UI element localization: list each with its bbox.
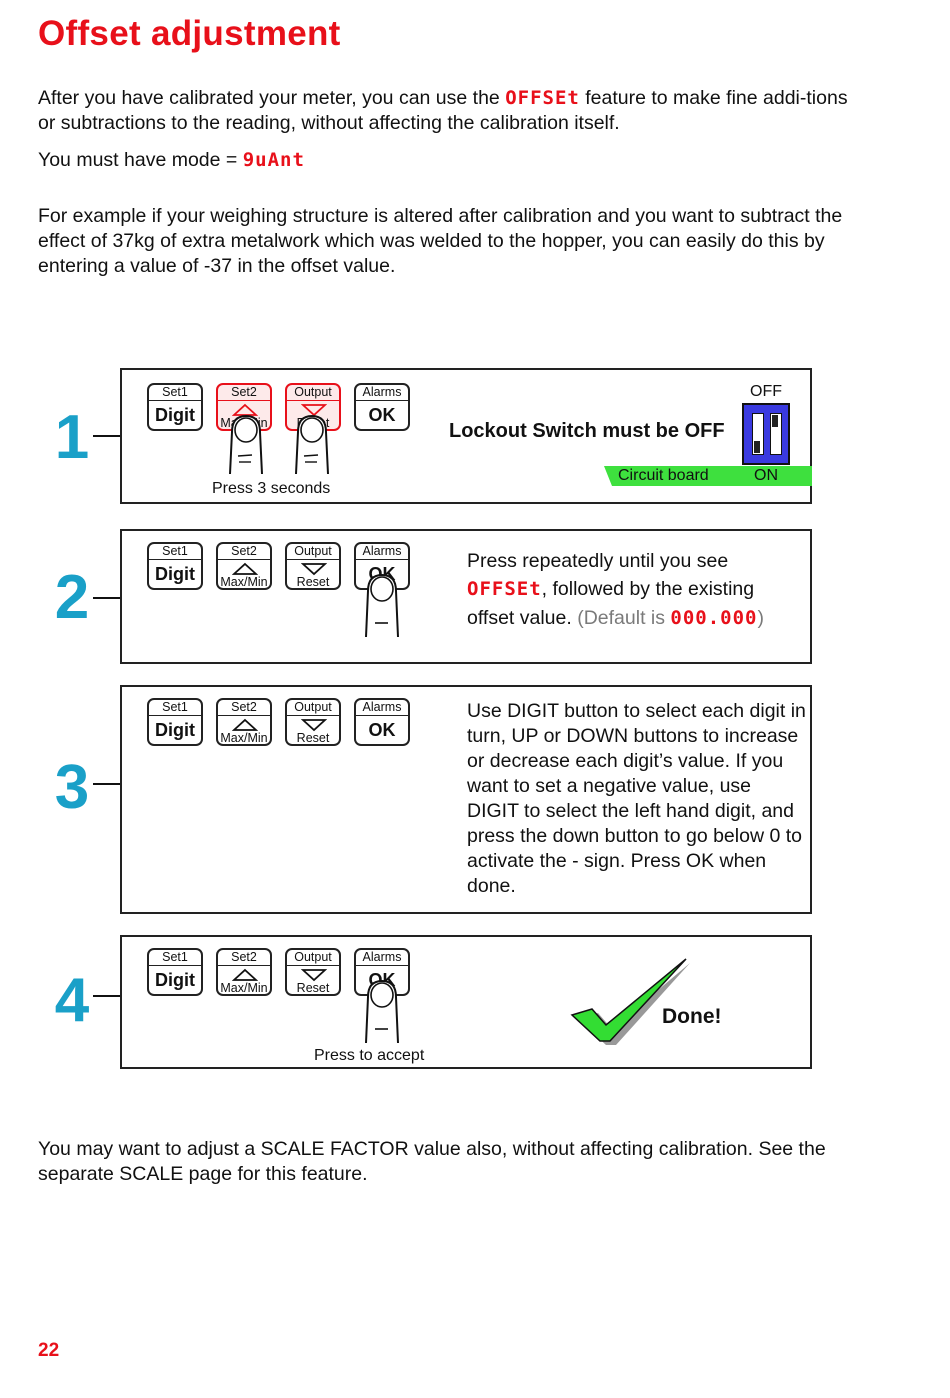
down-button-sub-label: Reset [296,731,330,745]
step-1-connector [93,435,121,437]
step-1-number: 1 [54,403,90,472]
footer-paragraph: You may want to adjust a SCALE FACTOR va… [38,1138,826,1185]
intro-text-cont: feature to make fine addi-tions or subtr… [38,87,848,134]
digit-button-top-label: Set1 [149,544,201,560]
step-3-description: Use DIGIT button to select each digit in… [467,700,806,897]
default-close: ) [757,607,765,629]
ok-button-top-label: Alarms [356,700,408,716]
digit-button-label: Digit [155,720,195,740]
step-2-line-3-text: offset value. [467,607,578,629]
down-arrow-icon [301,969,327,982]
intro-text: After you have calibrated your meter, yo… [38,87,506,109]
step-1-panel: Set1 Digit Set2 Max/Min Output Reset Ala… [120,368,812,504]
down-button-top-label: Output [287,385,339,401]
down-button[interactable]: Output Reset [285,542,341,590]
default-label: (Default is [577,607,671,629]
finger-icon [229,414,263,475]
down-button[interactable]: Output Reset [285,948,341,996]
down-arrow-icon [301,563,327,576]
digit-button[interactable]: Set1 Digit [147,383,203,431]
digit-button-top-label: Set1 [149,700,201,716]
mode-text: You must have mode = [38,149,243,171]
digit-button[interactable]: Set1 Digit [147,948,203,996]
up-arrow-icon [232,718,258,731]
switch-off-label: OFF [750,383,782,400]
step-2-line-2-text: , followed by the existing [541,578,755,600]
up-arrow-icon [232,403,258,416]
lockout-switch-icon[interactable] [742,403,790,465]
digit-button-label: Digit [155,405,195,425]
page-title: Offset adjustment [38,14,341,53]
step-1-caption: Press 3 seconds [212,480,331,497]
digit-button-label: Digit [155,564,195,584]
step-3-connector [93,783,121,785]
down-button[interactable]: Output Reset [285,698,341,746]
step-2-description: Press repeatedly until you see OFFSEt, f… [467,547,807,633]
digit-button-top-label: Set1 [149,950,201,966]
digit-button-label: Digit [155,970,195,990]
lockout-text: Lockout Switch must be OFF [449,420,725,442]
down-button-top-label: Output [287,700,339,716]
up-button-top-label: Set2 [218,385,270,401]
up-button[interactable]: Set2 Max/Min [216,948,272,996]
finger-icon [295,414,329,475]
digit-button-top-label: Set1 [149,385,201,401]
down-button[interactable]: Output Reset [285,383,341,431]
ok-button-label: OK [368,720,396,740]
down-button-top-label: Output [287,950,339,966]
offset-display-text: OFFSEt [467,578,542,600]
step-3-panel: Set1 Digit Set2 Max/Min Output Reset Ala… [120,685,812,914]
step-2-panel: Set1 Digit Set2 Max/Min Output Reset Ala… [120,529,812,664]
step-4-number: 4 [54,966,90,1035]
down-button-sub-label: Reset [296,981,330,995]
up-button-sub-label: Max/Min [220,731,268,745]
step-3-number: 3 [54,753,90,822]
ok-button-label: OK [368,405,396,425]
step-2-line-2: OFFSEt, followed by the existing [467,575,807,603]
up-button-top-label: Set2 [218,950,270,966]
step-2-line-1: Press repeatedly until you see [467,550,729,572]
step-2-line-3: offset value. (Default is 000.000) [467,603,807,633]
ok-button[interactable]: Alarms OK [354,383,410,431]
checkmark-icon [570,958,690,1045]
digit-button[interactable]: Set1 Digit [147,542,203,590]
down-button-sub-label: Reset [296,575,330,589]
page-number: 22 [38,1340,60,1361]
done-text: Done! [662,1005,722,1028]
intro-paragraph-1: After you have calibrated your meter, yo… [38,86,868,136]
up-button-sub-label: Max/Min [220,981,268,995]
down-arrow-icon [301,404,327,417]
digit-button[interactable]: Set1 Digit [147,698,203,746]
offset-display-text: OFFSEt [505,87,580,109]
ok-button[interactable]: Alarms OK [354,698,410,746]
step-4-panel: Set1 Digit Set2 Max/Min Output Reset Ala… [120,935,812,1069]
default-value-display: 000.000 [670,607,758,629]
step-2-number: 2 [54,563,90,632]
intro-paragraph-2: You must have mode = 9uAnt [38,148,868,173]
step-4-connector [93,995,121,997]
up-button[interactable]: Set2 Max/Min [216,542,272,590]
up-button-top-label: Set2 [218,700,270,716]
ok-button-top-label: Alarms [356,950,408,966]
down-button-top-label: Output [287,544,339,560]
ok-button-top-label: Alarms [356,544,408,560]
switch-on-label: ON [754,467,778,484]
finger-icon [365,979,399,1044]
intro-paragraph-3: For example if your weighing structure i… [38,205,843,277]
down-arrow-icon [301,719,327,732]
step-2-connector [93,597,121,599]
circuit-board-strip [604,466,812,486]
up-button[interactable]: Set2 Max/Min [216,698,272,746]
up-arrow-icon [232,562,258,575]
up-arrow-icon [232,968,258,981]
finger-icon [365,573,399,638]
ok-button-top-label: Alarms [356,385,408,401]
circuit-board-label: Circuit board [618,467,709,484]
up-button-sub-label: Max/Min [220,575,268,589]
step-4-caption: Press to accept [314,1047,425,1064]
quant-display-text: 9uAnt [242,149,305,171]
up-button-top-label: Set2 [218,544,270,560]
